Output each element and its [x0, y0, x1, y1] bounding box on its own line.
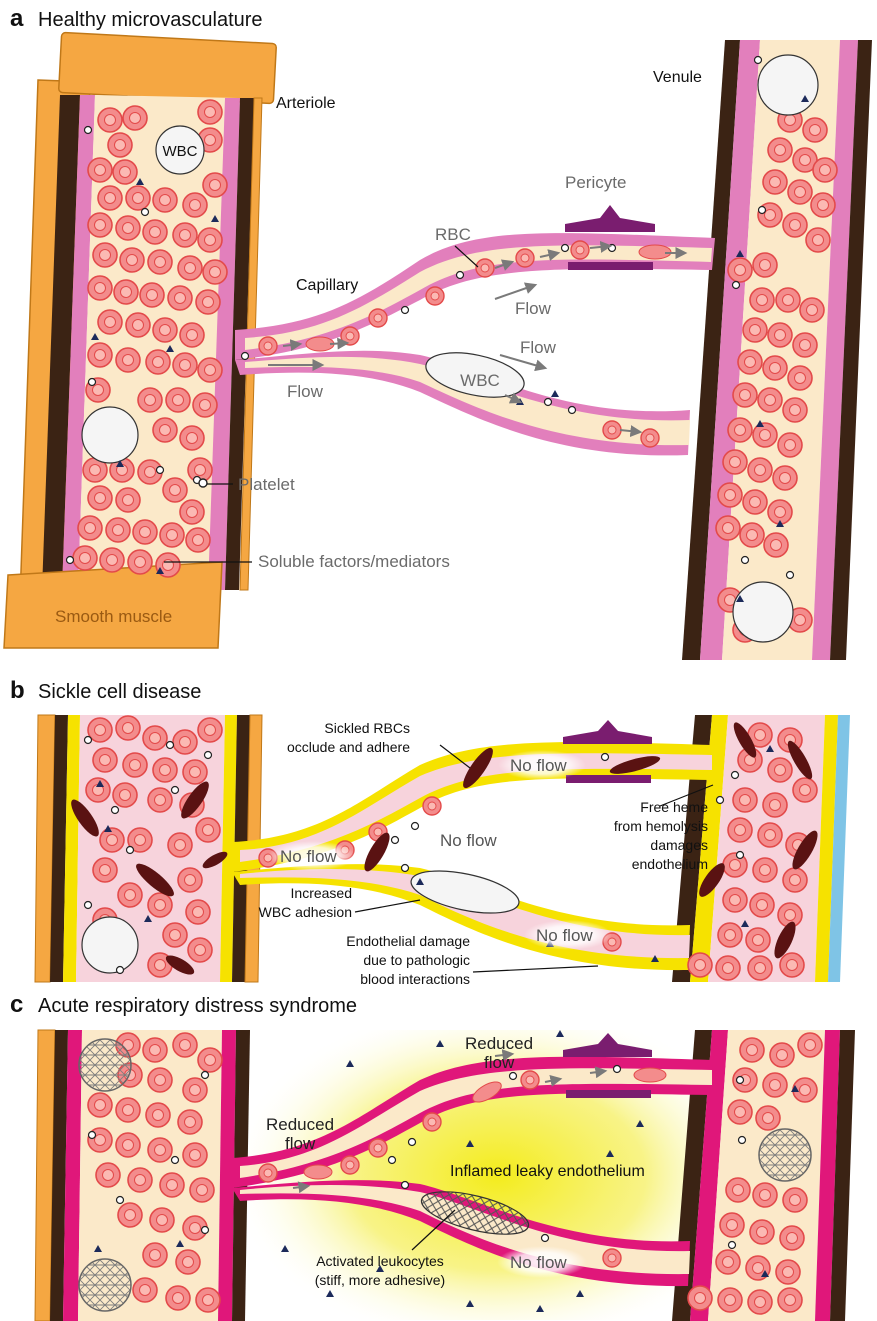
reduced-flow-label-1a: Reduced: [465, 1034, 533, 1053]
capillary-label: Capillary: [296, 277, 358, 294]
pericyte-icon: [565, 205, 655, 232]
platelet-icon: [199, 479, 207, 487]
heme-label-3: damages: [650, 837, 708, 853]
flow-label-2: Flow: [515, 299, 552, 318]
smooth-muscle-band-top: [59, 32, 277, 103]
arteriole-label: Arteriole: [276, 95, 336, 112]
wbc-label-arteriole: WBC: [163, 143, 198, 160]
panel-a: a Healthy microvasculature Smooth muscle: [4, 5, 872, 660]
pericyte-label: Pericyte: [565, 173, 626, 192]
wbc-b: [82, 917, 138, 973]
wbc-icon: [82, 407, 138, 463]
soluble-factors-label: Soluble factors/mediators: [258, 552, 450, 571]
inflamed-endothelium-label: Inflamed leaky endothelium: [450, 1163, 645, 1180]
heme-label-1: Free heme: [640, 799, 708, 815]
leukocyte-label-1: Activated leukocytes: [316, 1253, 444, 1269]
fibrin-mesh-icon: [79, 1039, 131, 1091]
flow-label-3: Flow: [520, 338, 557, 357]
endothelial-label-2: due to pathologic: [363, 952, 470, 968]
no-flow-label-b4: No flow: [536, 926, 593, 945]
panel-b-title: Sickle cell disease: [38, 681, 201, 703]
endothelial-label-3: blood interactions: [360, 971, 470, 987]
venule-label: Venule: [653, 69, 702, 86]
smooth-muscle-label: Smooth muscle: [55, 607, 172, 626]
pericyte-base-b: [566, 775, 651, 783]
sickled-label-1: Sickled RBCs: [324, 720, 410, 736]
heme-label-4: endothelium: [632, 856, 708, 872]
no-flow-label-b3: No flow: [440, 831, 497, 850]
panel-a-title: Healthy microvasculature: [38, 9, 263, 31]
reduced-flow-label-1b: flow: [484, 1053, 515, 1072]
rbc-label: RBC: [435, 225, 471, 244]
reduced-flow-label-2b: flow: [285, 1134, 316, 1153]
no-flow-label-c: No flow: [510, 1253, 567, 1272]
flow-label-1: Flow: [287, 382, 324, 401]
wbc-adhesion-label-2: WBC adhesion: [259, 904, 352, 920]
reduced-flow-label-2a: Reduced: [266, 1115, 334, 1134]
panel-c-letter: c: [10, 991, 23, 1018]
pericyte-base-c: [566, 1090, 651, 1098]
wbc-label-capillary: WBC: [460, 371, 500, 390]
no-flow-label-b2: No flow: [510, 756, 567, 775]
endothelial-label-1: Endothelial damage: [346, 933, 470, 949]
panel-c-title: Acute respiratory distress syndrome: [38, 995, 357, 1017]
smooth-muscle-band-bottom: [4, 562, 222, 648]
heme-label-2: from hemolysis: [614, 818, 708, 834]
pericyte-b: [563, 720, 652, 744]
panel-c: c Acute respiratory distress syndrome: [10, 991, 855, 1321]
wbc-adhesion-label-1: Increased: [291, 885, 352, 901]
panel-a-letter: a: [10, 5, 24, 32]
venule-vessel: [682, 40, 872, 660]
pericyte-base: [568, 262, 653, 270]
leukocyte-label-2: (stiff, more adhesive): [315, 1272, 445, 1288]
no-flow-label-b1: No flow: [280, 847, 337, 866]
panel-b: b Sickle cell disease: [10, 677, 850, 987]
panel-b-letter: b: [10, 677, 25, 704]
platelet-label: Platelet: [238, 475, 295, 494]
sickled-label-2: occlude and adhere: [287, 739, 410, 755]
